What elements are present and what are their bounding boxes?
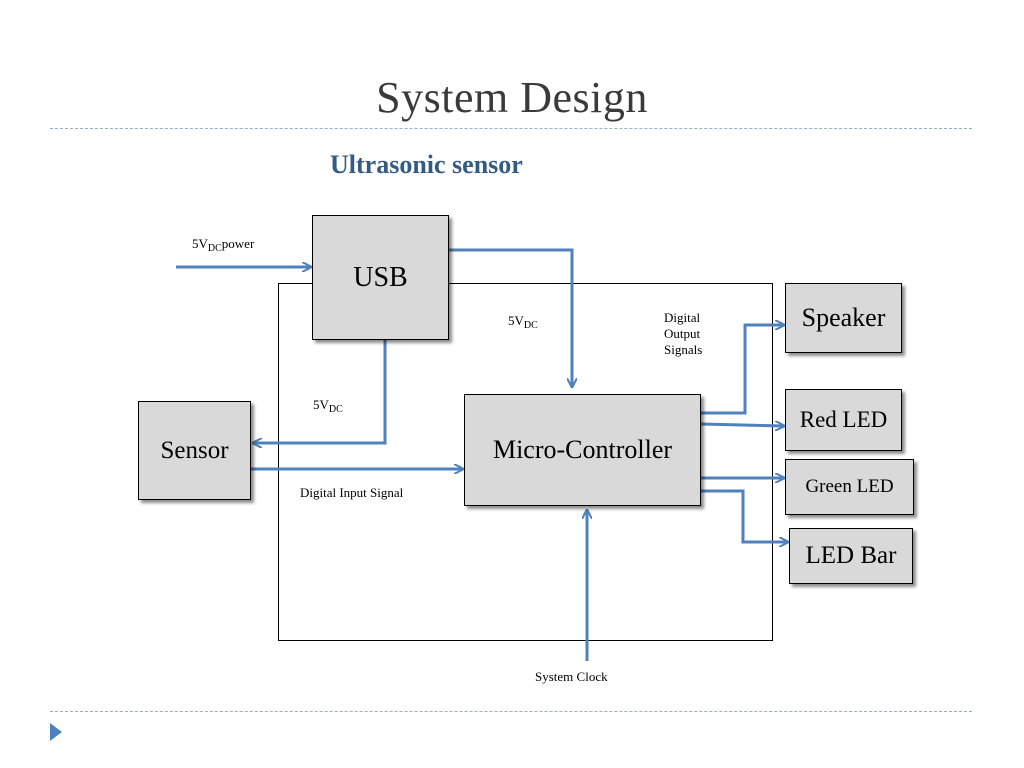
usb-block: USB	[312, 215, 449, 340]
power-in-label: 5VDCpower	[192, 236, 255, 254]
digital-input-label: Digital Input Signal	[300, 485, 404, 500]
usb-to-sensor-arrow	[253, 340, 387, 443]
sensor-block: Sensor	[138, 401, 251, 500]
led-bar-block: LED Bar	[789, 528, 913, 584]
system-boundary	[278, 283, 773, 641]
system-clock-label: System Clock	[535, 669, 608, 684]
usb-to-mcu-label: 5VDC	[508, 313, 538, 331]
bullet-triangle-icon	[50, 723, 62, 741]
digital-output-label: Digital Output Signals	[664, 310, 703, 357]
mcu-to-led-bar-arrow	[701, 489, 788, 542]
usb-to-mcu-arrow	[449, 248, 572, 387]
speaker-block: Speaker	[785, 283, 902, 353]
footer-divider	[50, 711, 972, 712]
title-divider	[50, 128, 972, 129]
red-led-block: Red LED	[785, 389, 902, 451]
micro-controller-block: Micro-Controller	[464, 394, 701, 506]
green-led-block: Green LED	[785, 459, 914, 515]
mcu-to-red-led-arrow	[700, 424, 784, 426]
usb-to-sensor-label: 5VDC	[313, 397, 343, 415]
slide-subtitle: Ultrasonic sensor	[330, 150, 523, 179]
mcu-to-speaker-arrow	[701, 325, 784, 415]
slide-title: System Design	[376, 73, 648, 122]
